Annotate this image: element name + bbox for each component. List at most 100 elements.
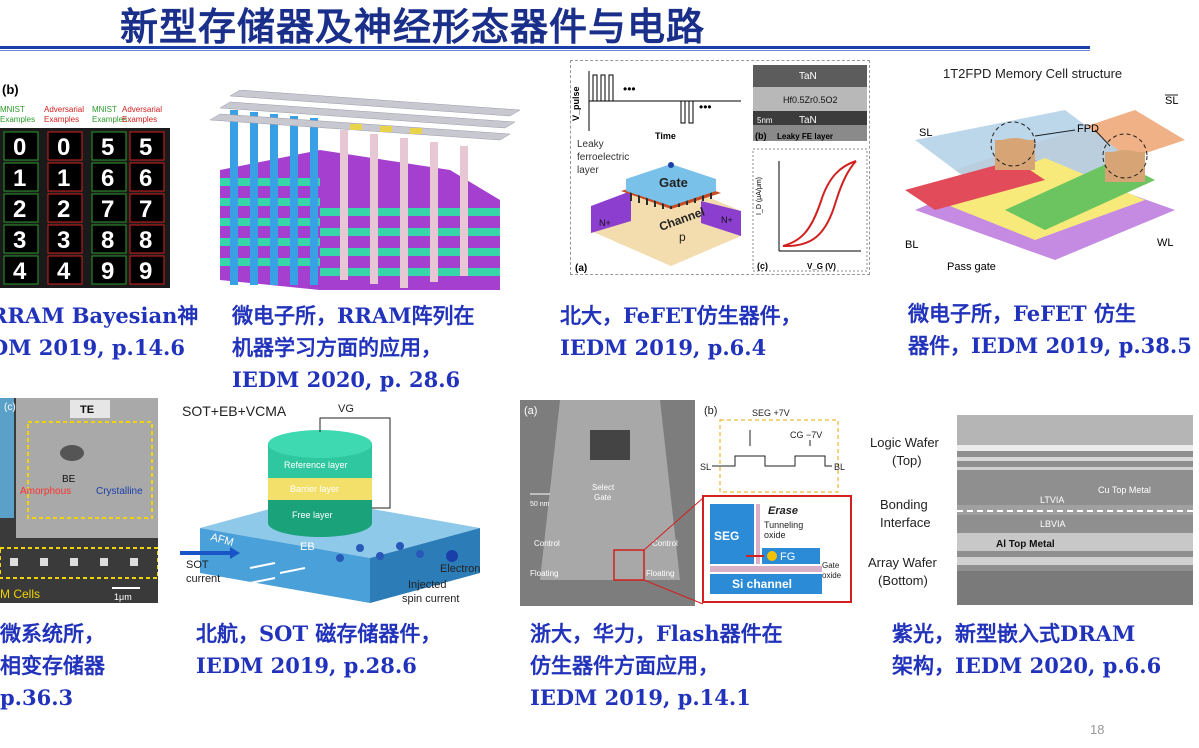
svg-text:SL: SL [700, 462, 711, 472]
svg-text:BE: BE [62, 474, 76, 485]
svg-text:Leaky FE layer: Leaky FE layer [777, 132, 833, 141]
digit-label: 8 [101, 227, 114, 254]
svg-text:Floating: Floating [530, 569, 558, 578]
digit-label: 3 [57, 227, 70, 254]
digit-label: 2 [57, 196, 70, 223]
svg-text:(Bottom): (Bottom) [878, 573, 928, 588]
svg-text:SEG: SEG [714, 529, 739, 543]
svg-text:Examples: Examples [92, 115, 127, 124]
digit-cell [3, 224, 39, 254]
digit-label: 9 [139, 258, 152, 285]
panel-label: (b) [2, 82, 19, 97]
svg-text:Examples: Examples [0, 115, 35, 124]
slide-title: 新型存储器及神经形态器件与电路 [120, 5, 706, 49]
digit-cell [47, 224, 83, 254]
figure-pcm: TE (c) BE Amorphous Crystalline M Cells … [0, 398, 158, 603]
svg-text:Tunneling: Tunneling [764, 520, 803, 530]
svg-text:WL: WL [1157, 237, 1174, 249]
figure-rram-3d-array [200, 90, 520, 295]
digit-cell [91, 162, 127, 192]
figure-flash: (a) Select Gate 50 nm Control Control Fl… [520, 400, 855, 606]
caption-rram-array: 微电子所，RRAM阵列在 机器学习方面的应用， IEDM 2020, p. 28… [232, 303, 475, 392]
svg-text:LBVIA: LBVIA [1040, 519, 1066, 529]
svg-text:Erase: Erase [768, 505, 798, 517]
svg-text:oxide: oxide [764, 530, 786, 540]
svg-text:Interface: Interface [880, 515, 931, 530]
svg-text:(b): (b) [755, 131, 767, 141]
pulse-waveform: V_pulse ••• ••• Time [571, 71, 741, 141]
digit-cell [129, 224, 165, 254]
digit-cell [91, 131, 127, 161]
svg-text:MNIST: MNIST [92, 105, 117, 114]
digit-label: 4 [13, 258, 27, 285]
svg-text:SL: SL [1165, 95, 1178, 107]
svg-text:VG: VG [338, 403, 354, 415]
digit-cell [3, 193, 39, 223]
svg-text:Examples: Examples [44, 115, 79, 124]
svg-text:Amorphous: Amorphous [20, 486, 71, 497]
svg-text:Array Wafer: Array Wafer [868, 555, 938, 570]
svg-text:(c): (c) [757, 261, 768, 271]
svg-text:V_G (V): V_G (V) [807, 262, 836, 271]
svg-text:5nm: 5nm [757, 116, 773, 125]
digit-label: 8 [139, 227, 152, 254]
svg-text:V_pulse: V_pulse [571, 86, 581, 121]
svg-text:I_D (μA/μm): I_D (μA/μm) [756, 177, 763, 215]
svg-text:AFM: AFM [209, 531, 235, 549]
svg-text:Electron: Electron [440, 563, 480, 575]
col-header-adversarial: Adversarial [44, 105, 84, 114]
svg-text:Control: Control [652, 539, 678, 548]
figure-edram: Logic Wafer (Top) Bonding Interface Arra… [862, 405, 1199, 605]
title-rule-thin [0, 50, 1090, 51]
digit-cell [3, 162, 39, 192]
svg-text:(a): (a) [524, 405, 537, 417]
svg-text:(b): (b) [704, 405, 717, 417]
svg-text:(Top): (Top) [892, 453, 922, 468]
digit-cell [129, 131, 165, 161]
caption-edram: 紫光，新型嵌入式DRAM 架构，IEDM 2020, p.6.6 [892, 621, 1162, 678]
svg-text:TaN: TaN [799, 71, 817, 82]
figure-rram-bayesian: (b) MNIST Examples Adversarial Examples … [0, 80, 170, 290]
digit-label: 6 [101, 165, 114, 192]
digit-cell [129, 162, 165, 192]
svg-text:Injected: Injected [408, 579, 447, 591]
svg-text:SOT: SOT [186, 559, 209, 571]
svg-text:Crystalline: Crystalline [96, 486, 143, 497]
svg-text:TaN: TaN [799, 115, 817, 126]
figure-1t2fpd: 1T2FPD Memory Cell structure FPD SL SL B… [895, 60, 1199, 290]
svg-text:Hf0.5Zr0.5O2: Hf0.5Zr0.5O2 [783, 95, 838, 105]
digit-cell [3, 255, 39, 285]
svg-text:(c): (c) [4, 402, 16, 413]
digit-label: 1 [13, 165, 26, 192]
svg-text:N+: N+ [599, 218, 611, 228]
caption-sot-mram: 北航，SOT 磁存储器件， IEDM 2019, p.28.6 [196, 621, 442, 678]
digit-label: 0 [13, 134, 26, 161]
svg-text:layer: layer [577, 165, 599, 176]
figure-sot-mram: SOT+EB+VCMA AFM EB Electron SOT current … [180, 398, 490, 610]
svg-text:Control: Control [534, 539, 560, 548]
svg-text:CG −7V: CG −7V [790, 430, 822, 440]
digit-cell [3, 131, 39, 161]
svg-text:1μm: 1μm [114, 592, 132, 602]
svg-text:Cu Top Metal: Cu Top Metal [1098, 485, 1151, 495]
svg-text:ferroelectric: ferroelectric [577, 152, 629, 163]
svg-text:Gate: Gate [822, 561, 840, 570]
svg-text:M Cells: M Cells [0, 587, 40, 601]
digit-cell [47, 162, 83, 192]
svg-text:FPD: FPD [1077, 123, 1099, 135]
digit-label: 7 [101, 196, 114, 223]
svg-text:N+: N+ [721, 215, 733, 225]
digit-label: 5 [101, 134, 114, 161]
caption-rram-bayesian: RRAM Bayesian神 DM 2019, p.14.6 [0, 303, 199, 360]
page-number: 18 [1090, 722, 1105, 737]
svg-text:Bonding: Bonding [880, 497, 928, 512]
svg-text:BL: BL [905, 239, 918, 251]
digit-label: 9 [101, 258, 114, 285]
digit-cell [91, 224, 127, 254]
svg-text:p: p [679, 230, 686, 244]
caption-fefet-pku: 北大，FeFET仿生器件， IEDM 2019, p.6.4 [560, 303, 802, 360]
iv-curve: I_D (μA/μm) V_G (V) (c) [752, 148, 868, 272]
column-headers: MNIST Examples Adversarial Examples MNIS… [0, 105, 162, 124]
caption-pcm: 微系统所， 相变存储器 p.36.3 [0, 621, 105, 710]
digit-cell [47, 255, 83, 285]
